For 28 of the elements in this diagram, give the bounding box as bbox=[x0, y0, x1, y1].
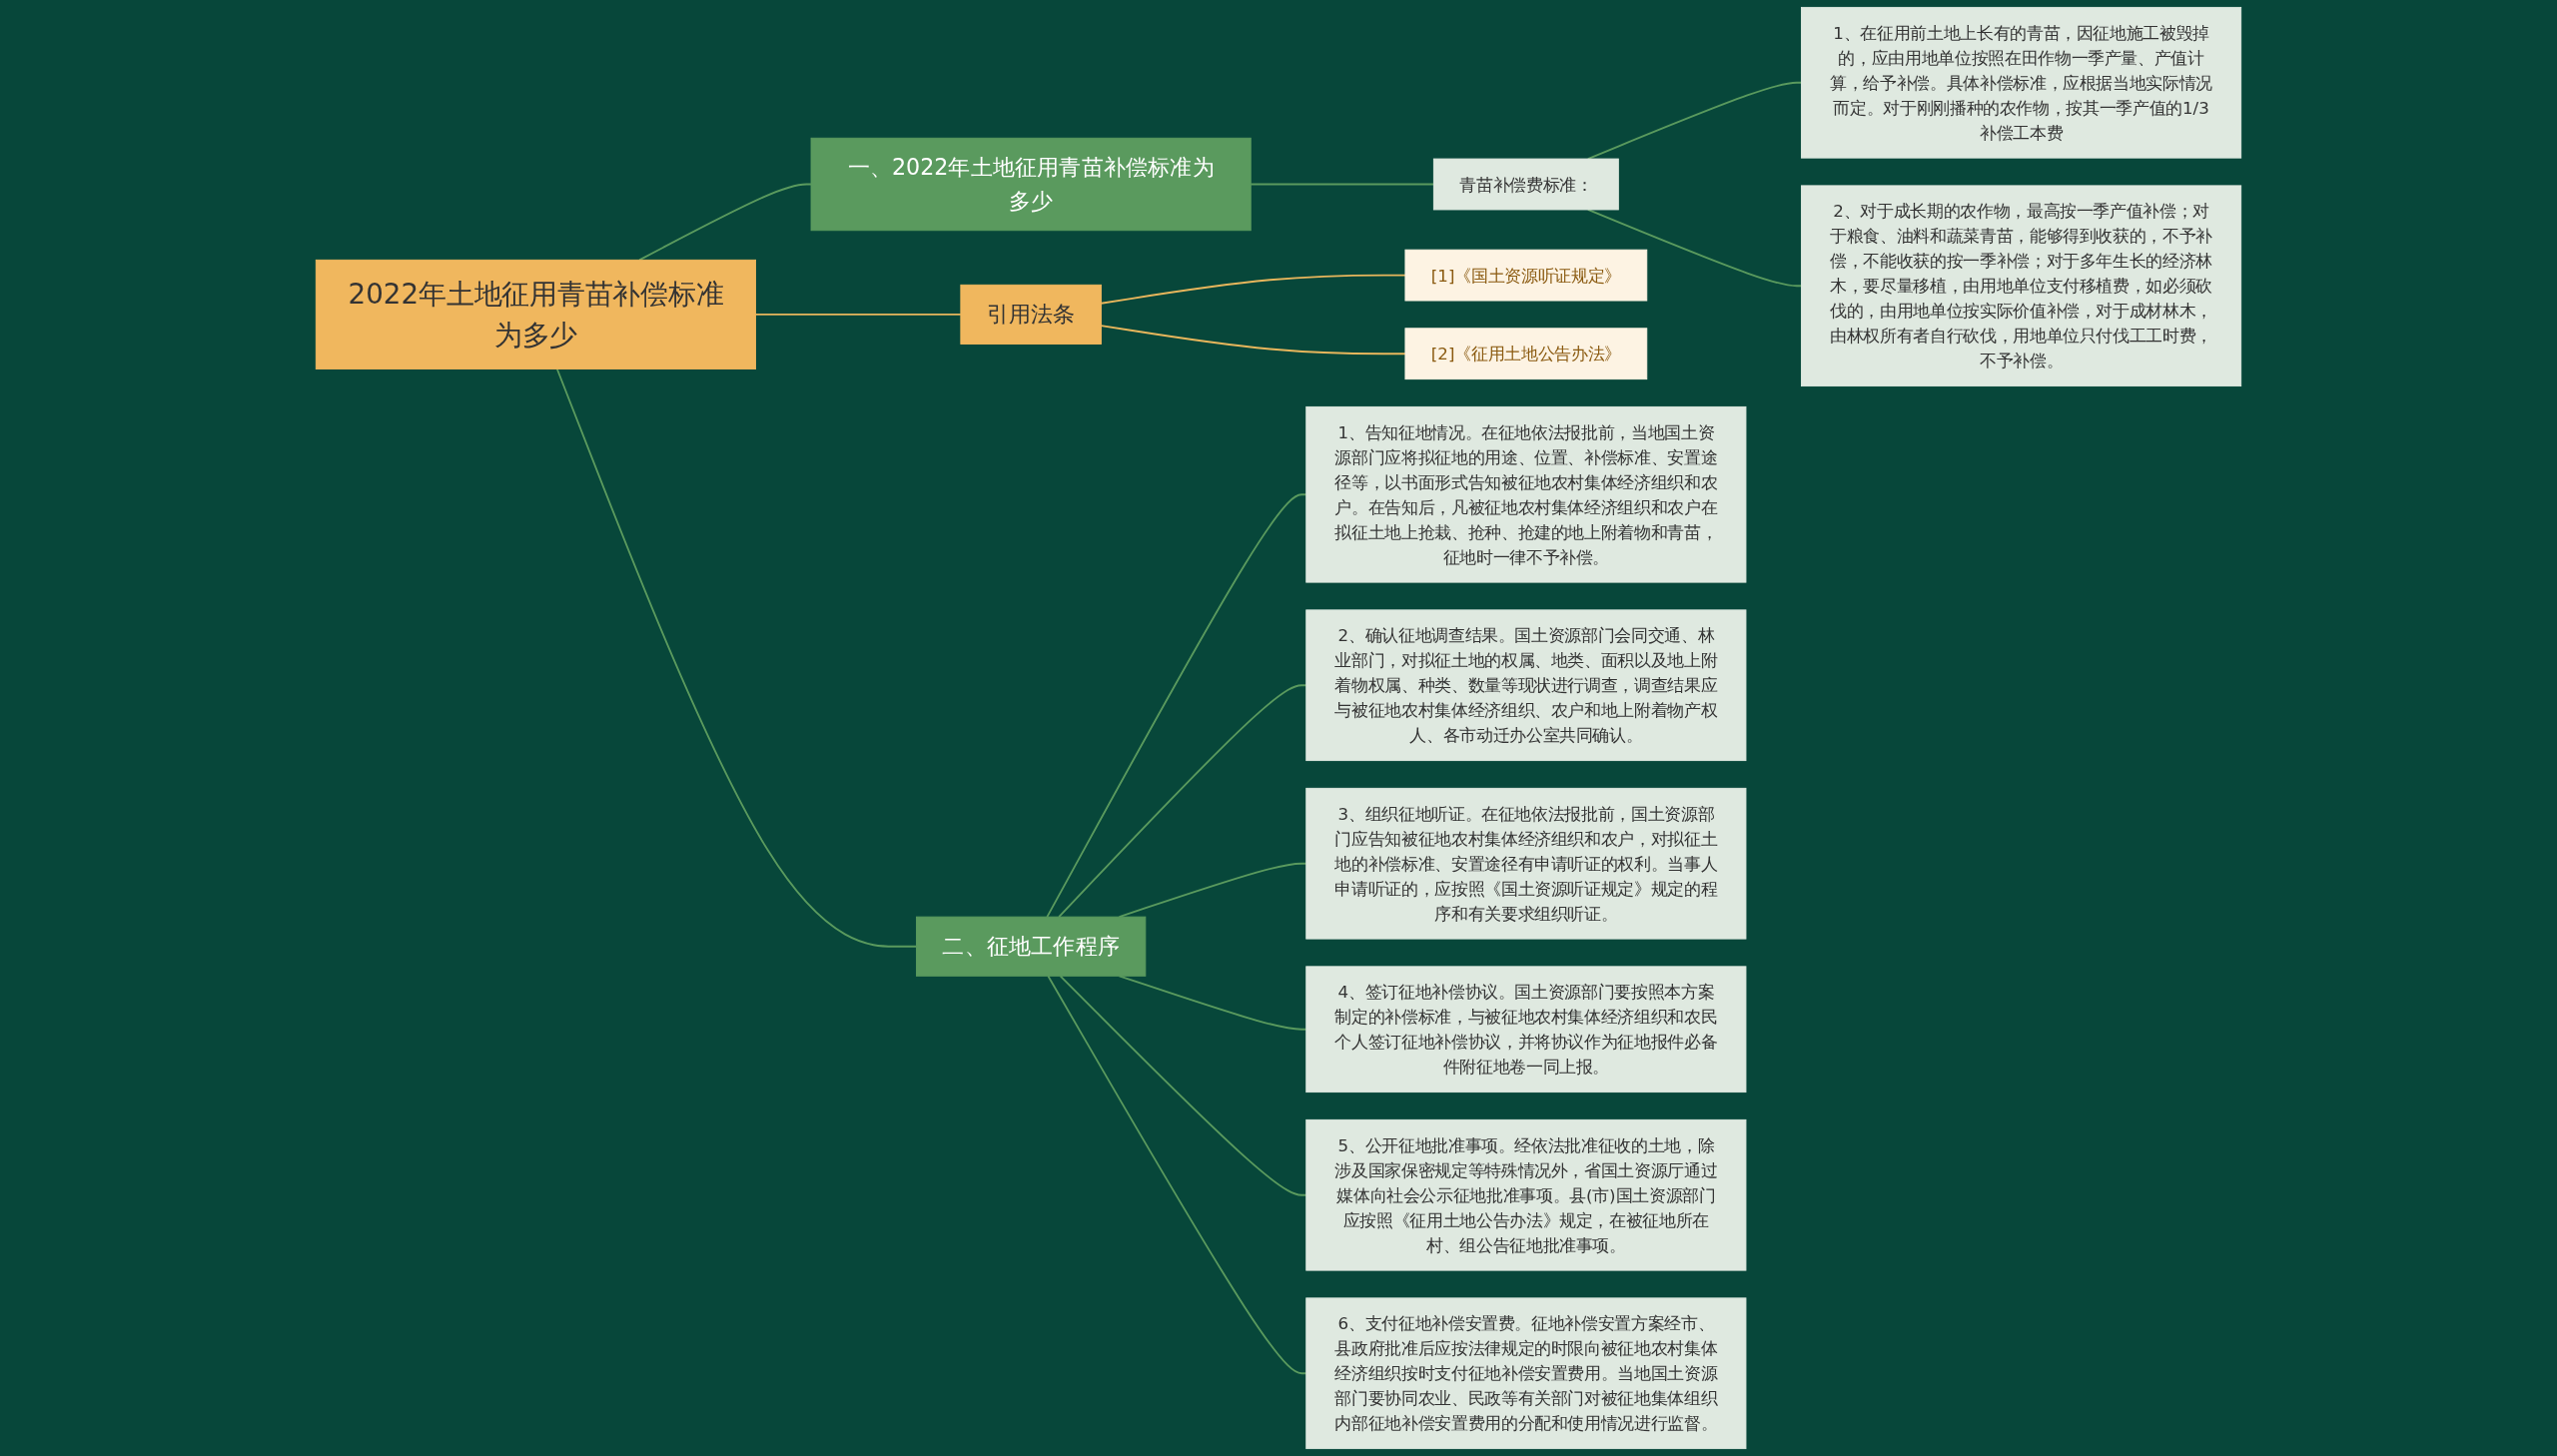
node-box: 4、签订征地补偿协议。国土资源部门要按照本方案制定的补偿标准，与被征地农村集体经济组织和农民个人签订征地补偿协议，并将协议作为征地报件必备件附征地卷一同上报。 bbox=[1305, 966, 1747, 1093]
connector bbox=[1058, 684, 1307, 919]
connector bbox=[1118, 862, 1307, 919]
connector bbox=[1100, 325, 1406, 356]
node-box: [1]《国土资源听证规定》 bbox=[1404, 249, 1648, 302]
node-box: 2、确认征地调查结果。国土资源部门会同交通、林业部门，对拟征土地的权属、地类、面积以及地上附着物权属、种类、数量等现状进行调查，调查结果应与被征地农村集体经济组织、农户和地上附着物产权人、各市动迁办公室共同确认。 bbox=[1305, 609, 1747, 762]
node-box: 3、组织征地听证。在征地依法报批前，国土资源部门应告知被征地农村集体经济组织和农户，对拟征土地的补偿标准、安置途径有申请听证的权利。当事人申请听证的，应按照《国土资源听证规定》规定的程序和有关要求组织听证。 bbox=[1305, 787, 1747, 940]
node-box: 2、对于成长期的农作物，最高按一季产值补偿；对于粮食、油料和蔬菜青苗，能够得到收获的，不予补偿，不能收获的按一季补偿；对于多年生长的经济林木，要尽量移植，由用地单位支付移植费，如必须砍伐的，由用地单位按实际价值补偿，对于成材林木，由林权所有者自行砍伐，用地单位只付伐工工时费，不予补偿。 bbox=[1801, 185, 2242, 387]
node-box: 二、征地工作程序 bbox=[916, 916, 1147, 977]
node-box: [2]《征用土地公告办法》 bbox=[1404, 328, 1648, 380]
connector bbox=[1586, 209, 1803, 288]
connector bbox=[1586, 81, 1803, 160]
connector bbox=[1046, 493, 1307, 919]
connector bbox=[1250, 183, 1435, 186]
node-box: 1、告知征地情况。在征地依法报批前，当地国土资源部门应将拟征地的用途、位置、补偿标准、安置途径等，以书面形式告知被征地农村集体经济组织和农户。在告知后，凡被征地农村集体经济组织和农户在拟征土地上抢栽、抢种、抢建的地上附着物和青苗，征地时一律不予补偿。 bbox=[1305, 405, 1747, 583]
node-box: 5、公开征地批准事项。经依法批准征收的土地，除涉及国家保密规定等特殊情况外，省国土资源厅通过媒体向社会公示征地批准事项。县(市)国土资源部门应按照《征用土地公告办法》规定，在被征地所在村、组公告征地批准事项。 bbox=[1305, 1118, 1747, 1271]
connector bbox=[1059, 975, 1307, 1196]
node-box: 6、支付征地补偿安置费。征地补偿安置方案经市、县政府批准后应按法律规定的时限向被征地农村集体经济组织按时支付征地补偿安置费用。当地国土资源部门要协同农业、民政等有关部门对被征地集体组织内部征地补偿安置费用的分配和使用情况进行监督。 bbox=[1305, 1297, 1747, 1450]
node-box: 1、在征用前土地上长有的青苗，因征地施工被毁掉的，应由用地单位按照在田作物一季产量、产值计算，给予补偿。具体补偿标准，应根据当地实际情况而定。对于刚刚播种的农作物，按其一季产值的1/3补偿工本费 bbox=[1801, 6, 2242, 159]
connector bbox=[1047, 975, 1307, 1375]
connector bbox=[638, 183, 812, 262]
node-box: 2022年土地征用青苗补偿标准为多少 bbox=[315, 259, 756, 369]
node-box: 引用法条 bbox=[960, 284, 1102, 345]
connector bbox=[1100, 274, 1406, 305]
node-box: 青苗补偿费标准： bbox=[1432, 158, 1619, 211]
connector bbox=[555, 367, 918, 948]
connector bbox=[754, 314, 962, 316]
node-box: 一、2022年土地征用青苗补偿标准为多少 bbox=[810, 137, 1252, 232]
